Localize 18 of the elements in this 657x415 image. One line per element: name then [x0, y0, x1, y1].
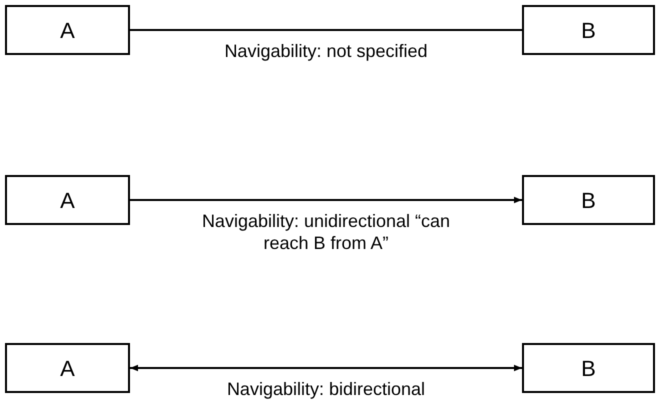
- edge-label: Navigability: unidirectional “can reach B from A”: [201, 210, 451, 254]
- class-name: B: [581, 16, 596, 44]
- connector-line: [130, 364, 522, 372]
- edge-label: Navigability: bidirectional: [226, 378, 426, 400]
- class-name: B: [581, 354, 596, 382]
- edge-label: Navigability: not specified: [223, 40, 429, 62]
- class-box: [5, 343, 130, 393]
- class-name: A: [60, 16, 75, 44]
- class-box: [5, 175, 130, 225]
- class-box: [522, 5, 655, 55]
- class-name: A: [60, 186, 75, 214]
- class-box: [522, 343, 655, 393]
- class-box: [5, 5, 130, 55]
- class-box: [522, 175, 655, 225]
- class-name: A: [60, 354, 75, 382]
- class-name: B: [581, 186, 596, 214]
- connector-line: [130, 196, 522, 204]
- connector-line: [130, 29, 522, 31]
